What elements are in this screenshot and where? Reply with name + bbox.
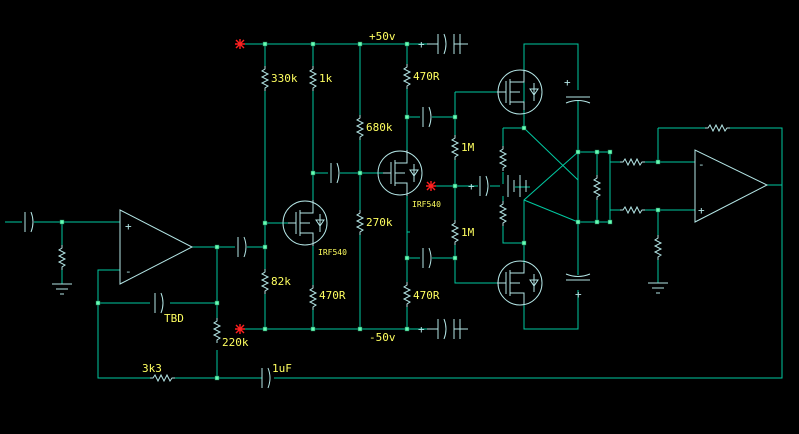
svg-text:-: - [698,158,705,171]
mosfet-mid [377,150,423,196]
label-r-330k: 330k [271,72,298,85]
opamp-output: - + [694,149,769,223]
label-supply-pos: +50v [369,30,396,43]
svg-text:-: - [125,265,132,278]
svg-text:+: + [418,323,425,336]
svg-text:+: + [698,204,705,217]
polarity-marks: + + + + + [418,38,582,336]
wires [5,43,783,379]
label-r-680k: 680k [366,121,393,134]
label-c-1uf: 1uF [272,362,292,375]
label-q-irf540-mid: IRF540 [412,200,441,209]
label-r-270k: 270k [366,216,393,229]
label-supply-neg: -50v [369,331,396,344]
mosfet-top-out [497,69,543,115]
grounds [52,282,668,295]
capacitors [24,33,591,389]
label-c-tbd: TBD [164,312,184,325]
mosfet-left [282,200,328,246]
net-markers [235,39,436,334]
svg-text:+: + [564,76,571,89]
label-r-1m-top: 1M [461,141,475,154]
label-r-220k: 220k [222,336,249,349]
mosfet-bottom-out [497,260,543,306]
component-labels: +50v -50v 330k 1k 82k 470R 680k 270k IRF… [142,30,475,375]
svg-text:+: + [575,288,582,301]
label-r-470r-left: 470R [319,289,346,302]
svg-text:+: + [468,180,475,193]
opamp-input: + - [119,209,194,285]
label-r-82k: 82k [271,275,291,288]
junctions [59,41,661,381]
svg-text:+: + [418,38,425,51]
label-r-470r-top: 470R [413,70,440,83]
svg-text:+: + [125,220,132,233]
label-r-3k3: 3k3 [142,362,162,375]
label-r-1m-bottom: 1M [461,226,475,239]
label-q-irf540-left: IRF540 [318,248,347,257]
label-r-1k: 1k [319,72,333,85]
label-r-470r-bottom: 470R [413,289,440,302]
